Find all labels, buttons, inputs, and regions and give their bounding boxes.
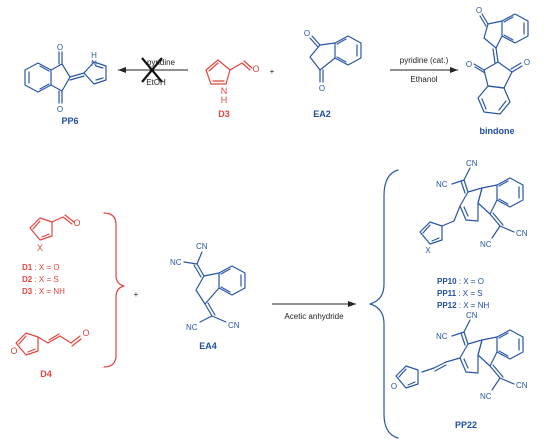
ea2-structure (309, 35, 362, 83)
bindone-o-3: O (524, 58, 530, 67)
bindone-o-1: O (476, 6, 482, 15)
d3-structure (205, 59, 253, 85)
d4-aldehyde-o: O (82, 328, 89, 338)
pp10-12-structure (419, 167, 524, 245)
ea2-o-top: O (304, 29, 310, 38)
bindone-o-2: O (466, 60, 472, 69)
failed-arrow-top-label: pyridine (147, 58, 176, 67)
pp22-cn-1: CN (466, 311, 478, 320)
d2-entry: D2 : X = S (22, 275, 59, 284)
d1-d3-o: O (73, 218, 80, 228)
pp22-nc-1: NC (436, 332, 448, 341)
pp6-label: PP6 (61, 116, 78, 126)
ea4-cn-2: CN (228, 321, 240, 330)
bindone-arrow-bottom-label: Ethanol (410, 75, 437, 84)
pp6-nh: H (91, 51, 97, 60)
pp6-structure (24, 51, 107, 104)
ea4-nc-1: NC (170, 258, 182, 267)
ea4-nc-2: NC (186, 323, 198, 332)
pp6-n: N (91, 59, 97, 68)
pp10-nc-1: NC (436, 180, 448, 189)
ea4-cn-1: CN (196, 242, 208, 251)
pp10-cn-1: CN (466, 159, 478, 168)
ea2-label: EA2 (313, 109, 331, 119)
d3-entry: D3 : X = NH (22, 287, 65, 296)
d1-d3-x: X (37, 243, 43, 253)
d3-label: D3 (218, 109, 230, 119)
bindone-arrow-top-label: pyridine (cat.) (400, 56, 449, 65)
ea4-label: EA4 (199, 341, 217, 351)
d4-furan-o: O (10, 346, 17, 356)
donor-bracket (103, 212, 125, 368)
pp22-o: O (391, 382, 397, 391)
ea4-structure (183, 251, 246, 323)
d3-o: O (252, 64, 259, 74)
pp12-entry: PP12 : X = NH (437, 301, 489, 310)
pp10-cn-2: CN (516, 229, 528, 238)
product-brace (369, 169, 399, 439)
pp22-nc-2: NC (480, 392, 492, 401)
acetic-arrow (272, 301, 356, 307)
pp6-o-top: O (57, 43, 63, 52)
pp10-entry: PP10 : X = O (437, 277, 484, 286)
pp22-structure (395, 319, 524, 391)
pp10-x: X (425, 246, 431, 255)
pp11-entry: PP11 : X = S (437, 289, 483, 298)
d3-h: H (221, 95, 228, 105)
pp22-label: PP22 (455, 420, 477, 430)
d1-entry: D1 : X = O (22, 263, 60, 272)
pp22-cn-2: CN (516, 381, 528, 390)
failed-arrow-bottom-label: EtOH (146, 78, 166, 87)
pp6-o-bottom: O (57, 105, 63, 114)
bindone-arrow (390, 67, 458, 73)
acetic-arrow-label: Acetic anhydride (284, 312, 344, 321)
d3-n: N (221, 86, 228, 96)
pp10-nc-2: NC (480, 240, 492, 249)
d4-label: D4 (40, 369, 52, 379)
d1-d3-structure (29, 214, 75, 241)
bottom-plus: + (134, 290, 139, 299)
top-plus: + (270, 67, 275, 76)
ea2-o-bottom: O (319, 84, 325, 93)
bindone-label: bindone (480, 126, 515, 136)
bindone-structure (473, 13, 529, 115)
failed-arrow (118, 57, 188, 83)
d4-structure (15, 332, 82, 356)
